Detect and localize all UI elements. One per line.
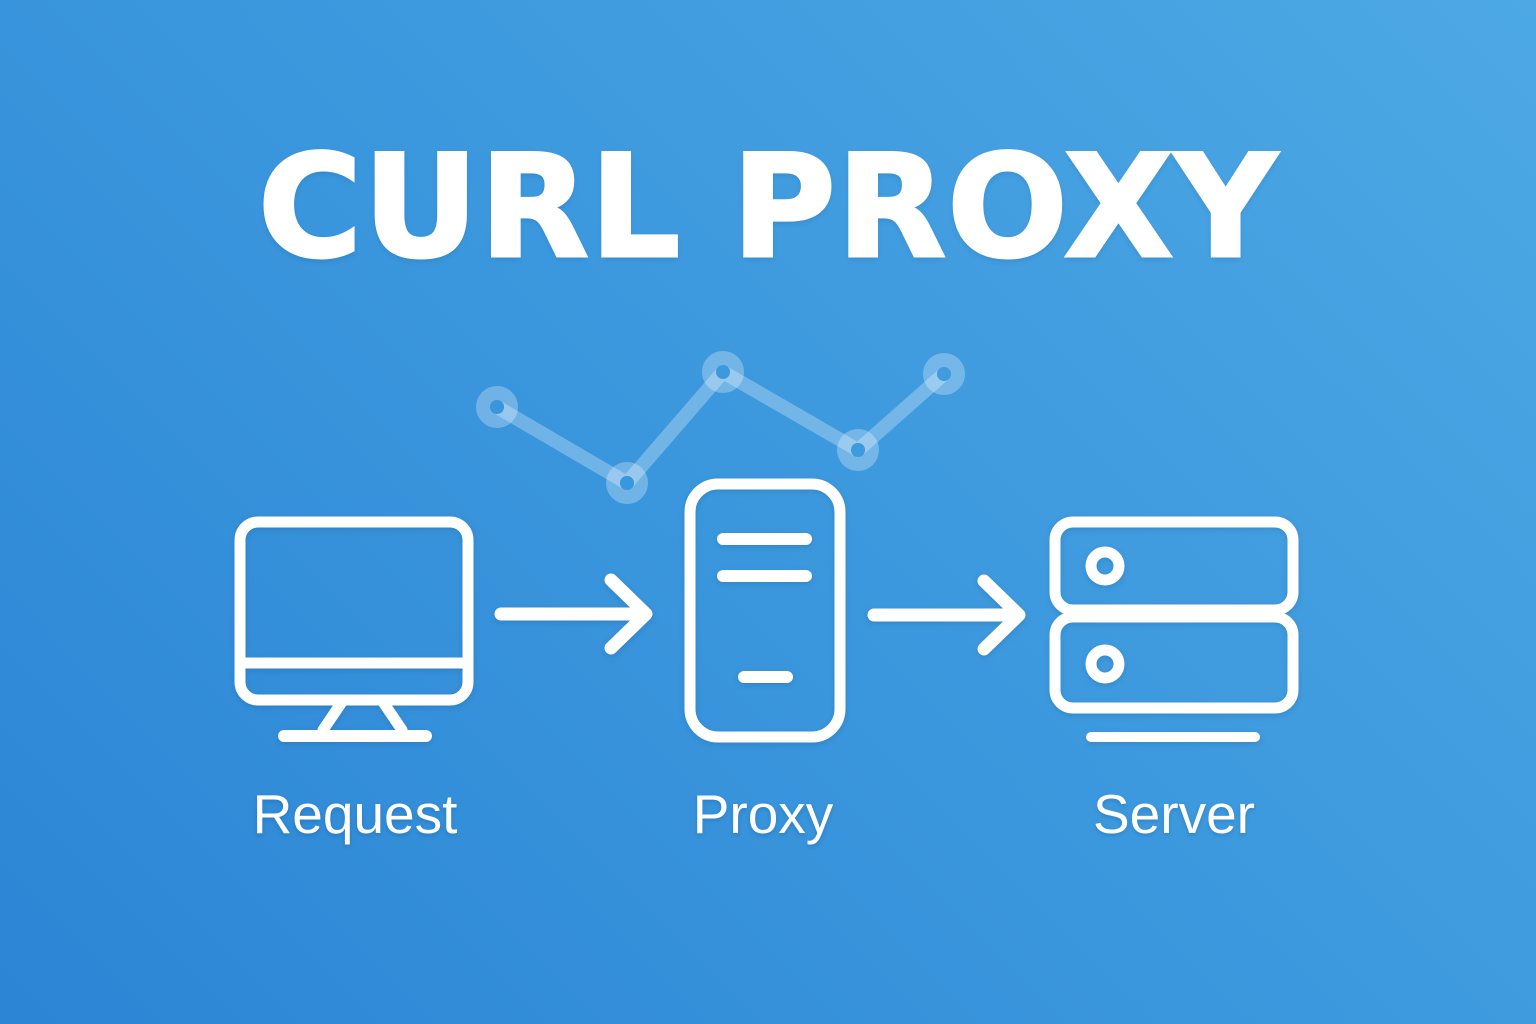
monitor-icon	[234, 516, 474, 742]
line-graph-path	[490, 365, 951, 490]
arrow-right-icon	[867, 574, 1026, 656]
line-graph-node	[702, 351, 744, 393]
server-label: Server	[1093, 783, 1255, 845]
arrow-head	[977, 574, 1026, 656]
arrow-right-icon	[494, 573, 653, 655]
line-graph-node	[476, 386, 518, 428]
monitor-stand-legs	[317, 696, 408, 736]
line-graph-decoration	[476, 351, 965, 504]
tower-server-icon	[684, 478, 846, 743]
line-graph-node	[923, 353, 965, 395]
arrow-head	[604, 573, 653, 655]
monitor-screen	[234, 516, 474, 706]
rack-led-bottom	[1085, 644, 1125, 684]
proxy-label: Proxy	[692, 783, 834, 845]
rack-led-top	[1085, 546, 1125, 586]
request-label: Request	[252, 783, 458, 845]
rack-unit-top	[1049, 516, 1299, 616]
rack-unit-bottom	[1049, 611, 1299, 714]
page-title: CURL PROXY	[256, 125, 1279, 290]
line-graph-node	[837, 429, 879, 471]
line-graph-node	[606, 462, 648, 504]
rack-server-icon	[1049, 516, 1299, 742]
tower-body	[684, 478, 846, 743]
